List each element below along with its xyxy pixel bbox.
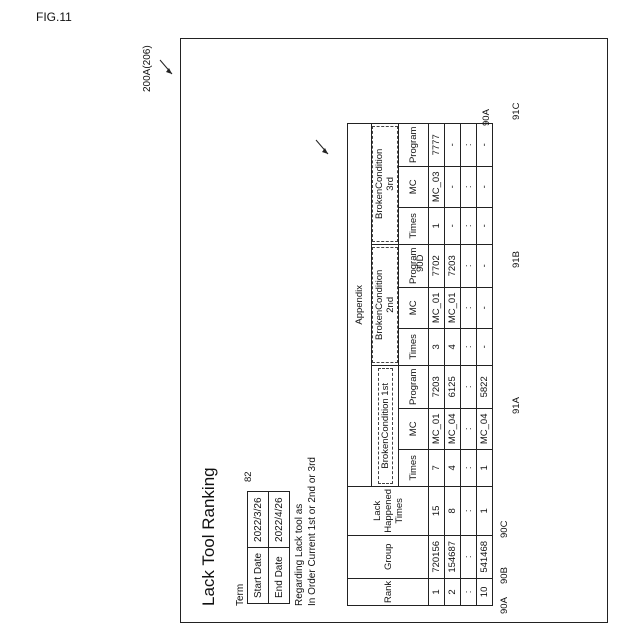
group-cell: 720156 [429, 535, 445, 578]
condition-cell: 6125 [445, 365, 461, 408]
condition-cell: 7777 [429, 123, 445, 166]
rank-header: Rank [348, 578, 429, 605]
page-title: Lack Tool Ranking [199, 467, 219, 606]
sub-header-mc: MC [399, 166, 429, 207]
condition-cell: : [461, 328, 477, 365]
condition-cell: : [461, 287, 477, 328]
ref-90C: 90C [499, 521, 510, 538]
condition-cell: 5822 [477, 365, 493, 408]
condition-cell: 7 [429, 449, 445, 486]
ref-82: 82 [243, 471, 254, 482]
ref-90B: 90B [499, 567, 510, 584]
ref-91A: 91A [511, 397, 522, 414]
lack-tool-ranking-table: Rank Group Lack Happened Times Appendix … [347, 123, 493, 606]
condition-cell: - [477, 166, 493, 207]
ranking-body: 1720156157MC_0172033MC_0177021MC_0377772… [429, 123, 493, 605]
end-date-value[interactable]: 2022/4/26 [269, 492, 290, 548]
condition-cell: : [461, 449, 477, 486]
condition-cell: : [461, 244, 477, 287]
note-line-1: Regarding Lack tool as [293, 457, 306, 606]
condition-cell: 7702 [429, 244, 445, 287]
note-line-2: In Order Current 1st or 2nd or 3rd [306, 457, 319, 606]
sub-header-mc: MC [399, 287, 429, 328]
end-date-label: End Date [269, 547, 290, 603]
condition-cell: - [477, 328, 493, 365]
condition-cell: : [461, 365, 477, 408]
condition-cell: - [445, 207, 461, 244]
rank-cell: 2 [445, 578, 461, 605]
table-row[interactable]: 1720156157MC_0172033MC_0177021MC_037777 [429, 123, 445, 605]
sub-header-mc: MC [399, 408, 429, 449]
times-cell: 1 [477, 486, 493, 535]
term-label: Term [235, 584, 246, 606]
appendix-header: Appendix [348, 123, 372, 486]
sub-header-times: Times [399, 449, 429, 486]
condition-cell: MC_01 [445, 287, 461, 328]
times-cell: 15 [429, 486, 445, 535]
ref-90D: 90D [415, 255, 426, 272]
broken-condition-3rd-header: BrokenCondition 3rd [372, 123, 399, 244]
ref-91B: 91B [511, 251, 522, 268]
condition-cell: 4 [445, 328, 461, 365]
broken-condition-2nd-header: BrokenCondition 2nd [372, 244, 399, 365]
condition-cell: 1 [429, 207, 445, 244]
condition-cell: - [477, 244, 493, 287]
times-cell: 8 [445, 486, 461, 535]
condition-cell: - [445, 123, 461, 166]
condition-cell: - [445, 166, 461, 207]
group-header: Group [348, 535, 429, 578]
ranking-note: Regarding Lack tool as In Order Current … [293, 457, 319, 606]
broken-condition-1st-header: BrokenCondition 1st [372, 365, 399, 486]
ref-90A-table: 90A [481, 109, 492, 126]
rank-cell: : [461, 578, 477, 605]
group-cell: 541468 [477, 535, 493, 578]
condition-cell: MC_04 [477, 408, 493, 449]
table-row[interactable]: 215468784MC_0461254MC_017203--- [445, 123, 461, 605]
term-box: Start Date 2022/3/26 End Date 2022/4/26 [247, 491, 290, 604]
condition-cell: : [461, 166, 477, 207]
condition-cell: MC_04 [445, 408, 461, 449]
condition-cell: - [477, 123, 493, 166]
condition-cell: 7203 [429, 365, 445, 408]
ref-90A: 90A [499, 597, 510, 614]
sub-header-times: Times [399, 207, 429, 244]
condition-cell: 4 [445, 449, 461, 486]
rank-cell: 10 [477, 578, 493, 605]
condition-cell: MC_01 [429, 408, 445, 449]
table-row[interactable]: :::::::::::: [461, 123, 477, 605]
sub-header-program: Program [399, 365, 429, 408]
sub-header-program: Program [399, 123, 429, 166]
condition-cell: 1 [477, 449, 493, 486]
lack-happened-times-header: Lack Happened Times [348, 486, 429, 535]
condition-cell: MC_01 [429, 287, 445, 328]
lack-tool-ranking-panel: Lack Tool Ranking Term Start Date 2022/3… [181, 39, 609, 624]
table-row[interactable]: 1054146811MC_045822------ [477, 123, 493, 605]
condition-cell: 3 [429, 328, 445, 365]
group-cell: : [461, 535, 477, 578]
condition-cell: : [461, 123, 477, 166]
condition-cell: - [477, 207, 493, 244]
ref-91C: 91C [511, 103, 522, 120]
condition-cell: 7203 [445, 244, 461, 287]
times-cell: : [461, 486, 477, 535]
condition-cell: : [461, 207, 477, 244]
screen-frame: Lack Tool Ranking Term Start Date 2022/3… [180, 38, 608, 623]
condition-cell: MC_03 [429, 166, 445, 207]
rank-cell: 1 [429, 578, 445, 605]
group-cell: 154687 [445, 535, 461, 578]
condition-cell: : [461, 408, 477, 449]
sub-header-times: Times [399, 328, 429, 365]
start-date-label: Start Date [248, 547, 269, 603]
start-date-value[interactable]: 2022/3/26 [248, 492, 269, 548]
condition-cell: - [477, 287, 493, 328]
